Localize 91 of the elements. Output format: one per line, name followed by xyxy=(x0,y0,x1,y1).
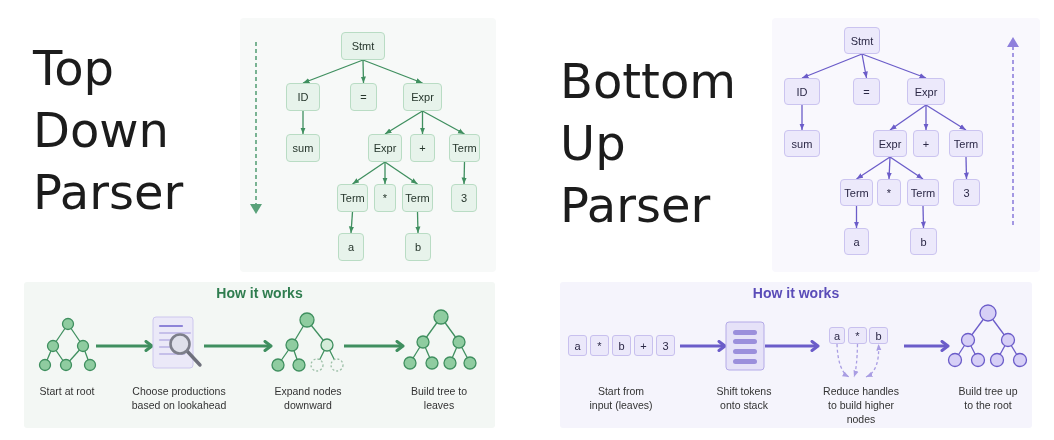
parse-tree-node: * xyxy=(374,184,396,212)
tree-edge-arrow xyxy=(925,104,967,131)
panel-heading: How it works xyxy=(752,284,840,302)
how-it-works-panel xyxy=(24,282,495,428)
parse-tree-node: 3 xyxy=(953,179,980,206)
parse-tree-node: sum xyxy=(784,130,820,157)
tree-edge-arrow xyxy=(861,53,927,79)
step-arrow xyxy=(680,340,727,352)
tree-edge-arrow xyxy=(300,110,306,135)
step-caption: Start at root xyxy=(38,384,96,398)
step-arrow xyxy=(96,340,154,352)
token-tile: * xyxy=(848,327,867,344)
parse-tree-node: Expr xyxy=(873,130,907,157)
parse-tree-node: Stmt xyxy=(844,27,880,54)
parse-tree-node: Term xyxy=(949,130,983,157)
parse-tree-node: Expr xyxy=(907,78,945,105)
parser-heading: Bottom Up Parser xyxy=(560,52,737,235)
tree-edge-arrow xyxy=(963,156,969,180)
tree-edge-arrow xyxy=(861,53,868,79)
token-tile: b xyxy=(869,327,888,344)
reduce-arrow xyxy=(853,343,859,378)
tree-edge-arrow xyxy=(889,104,927,131)
tree-icon xyxy=(39,318,96,371)
parse-tree-node: = xyxy=(853,78,880,105)
how-it-works-panel xyxy=(560,282,1032,428)
tree-edge-arrow xyxy=(362,59,424,84)
tree-edge-arrow xyxy=(799,104,805,131)
step-arrow xyxy=(904,340,950,352)
parse-tree-node: Term xyxy=(337,184,368,212)
tree-edge-arrow xyxy=(384,161,419,185)
step-arrow xyxy=(344,340,405,352)
parse-tree-node: ID xyxy=(286,83,320,111)
parse-tree-node: + xyxy=(913,130,939,157)
tree-edge-arrow xyxy=(419,110,426,135)
token-tile: a xyxy=(568,335,587,356)
tree-edge-arrow xyxy=(889,156,924,180)
tree-edge-arrow xyxy=(302,59,364,84)
parse-tree-node: * xyxy=(877,179,901,206)
tree-edge-arrow xyxy=(360,59,366,84)
step-caption: Expand nodes downward xyxy=(273,384,343,412)
tree-icon xyxy=(403,309,477,370)
tree-edge-arrow xyxy=(920,205,926,229)
parse-tree-node: ID xyxy=(784,78,820,105)
parse-tree-node: Term xyxy=(449,134,480,162)
parser-heading: Top Down Parser xyxy=(33,39,184,222)
step-arrow xyxy=(765,340,820,352)
tree-icon xyxy=(948,304,1028,368)
parse-tree-node: Term xyxy=(402,184,433,212)
document-magnifier-icon xyxy=(152,315,204,371)
step-caption: Build tree up to the root xyxy=(957,384,1019,412)
parse-tree-node: = xyxy=(350,83,377,111)
parse-tree-node: Term xyxy=(840,179,873,206)
step-caption: Start from input (leaves) xyxy=(588,384,654,412)
tree-edge-arrow xyxy=(853,205,860,229)
parse-tree-node: b xyxy=(910,228,937,255)
parse-tree-node: Term xyxy=(907,179,939,206)
step-caption: Choose productions based on lookahead xyxy=(130,384,228,412)
parse-tree-node: b xyxy=(405,233,431,261)
tree-edge-arrow xyxy=(421,110,466,135)
tree-edge-arrow xyxy=(923,104,929,131)
tree-edge-arrow xyxy=(382,161,388,185)
tree-edge-arrow xyxy=(886,156,892,180)
reduce-arrow xyxy=(865,343,882,378)
parse-tree-node: a xyxy=(844,228,869,255)
step-arrow xyxy=(204,340,273,352)
tree-icon xyxy=(271,312,344,372)
parse-tree-node: a xyxy=(338,233,364,261)
tree-edge-arrow xyxy=(351,161,386,185)
parse-tree-node: 3 xyxy=(451,184,477,212)
tree-edge-arrow xyxy=(384,110,424,135)
parse-tree-node: Expr xyxy=(403,83,442,111)
step-caption: Build tree to leaves xyxy=(409,384,468,412)
token-tile: + xyxy=(634,335,653,356)
token-tile: 3 xyxy=(656,335,675,356)
tree-edge-arrow xyxy=(415,211,421,234)
tree-edge-arrow xyxy=(855,156,891,180)
reduce-arrow xyxy=(836,343,850,378)
parse-tree-node: Stmt xyxy=(341,32,385,60)
step-caption: Shift tokens onto stack xyxy=(715,384,773,412)
token-tile: * xyxy=(590,335,609,356)
tree-edge-arrow xyxy=(801,53,863,79)
tree-edge-arrow xyxy=(348,211,355,234)
parse-tree-node: Expr xyxy=(368,134,402,162)
token-tile: a xyxy=(829,327,845,344)
tree-edge-arrow xyxy=(461,161,467,185)
token-tile: b xyxy=(612,335,631,356)
panel-heading: How it works xyxy=(216,284,303,302)
parse-tree-node: + xyxy=(410,134,435,162)
stack-icon xyxy=(725,321,765,371)
step-caption: Reduce handles to build higher nodes xyxy=(822,384,900,426)
parse-tree-node: sum xyxy=(286,134,320,162)
